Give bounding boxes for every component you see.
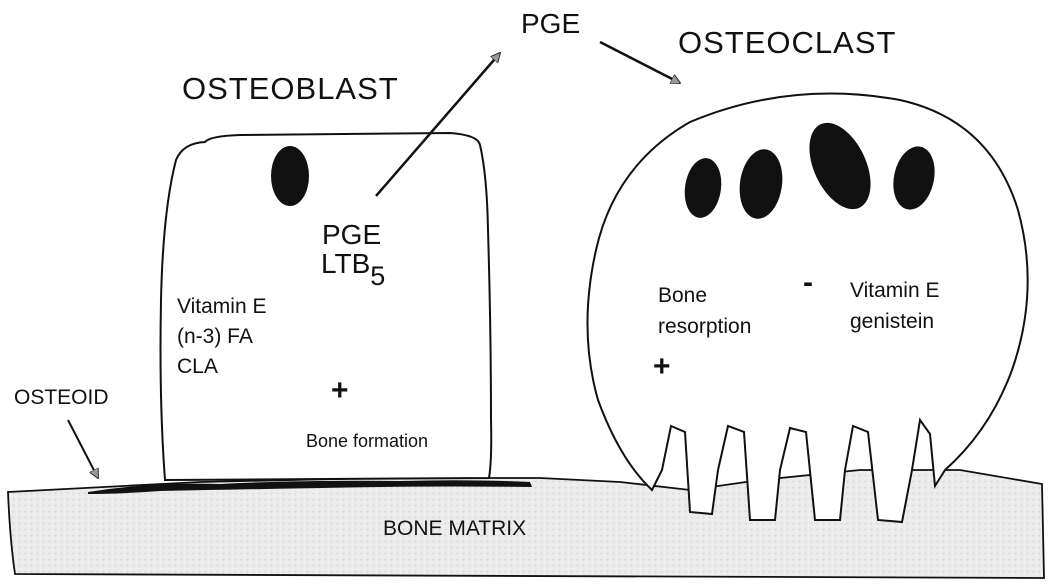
osteoclast-title: OSTEOCLAST (678, 27, 896, 58)
osteoclast-plus-sign: + (653, 352, 671, 382)
pge-top-label: PGE (521, 10, 580, 38)
bone-matrix-label: BONE MATRIX (383, 518, 526, 539)
factor-vitamin-e: Vitamin E (177, 292, 267, 322)
osteoclast-cell (587, 94, 1027, 522)
bone-resorption-line-1: Bone (658, 280, 751, 311)
bone-resorption-line-2: resorption (658, 311, 751, 342)
osteoclast-inhibitors: Vitamin E genistein (850, 275, 940, 337)
osteoblast-title: OSTEOBLAST (182, 73, 399, 104)
bone-resorption-label: Bone resorption (658, 280, 751, 342)
arrow-osteoid-pointer (68, 420, 98, 478)
ltb-label: LTB5 (321, 250, 385, 278)
osteoblast-nucleus (271, 146, 309, 206)
ltb-text: LTB (321, 248, 370, 279)
pge-inner-label: PGE (322, 221, 381, 249)
factor-n3-fa: (n-3) FA (177, 322, 267, 352)
osteoblast-factors: Vitamin E (n-3) FA CLA (177, 292, 267, 382)
arrow-pge-to-osteoclast (600, 42, 680, 83)
osteoid-label: OSTEOID (14, 387, 109, 408)
bone-formation-label: Bone formation (306, 432, 428, 450)
inhibitor-vitamin-e: Vitamin E (850, 275, 940, 306)
inhibitor-genistein: genistein (850, 306, 940, 337)
factor-cla: CLA (177, 352, 267, 382)
osteoblast-plus-sign: + (331, 376, 349, 406)
ltb-subscript: 5 (370, 261, 385, 291)
osteoclast-minus-sign: - (803, 268, 813, 298)
